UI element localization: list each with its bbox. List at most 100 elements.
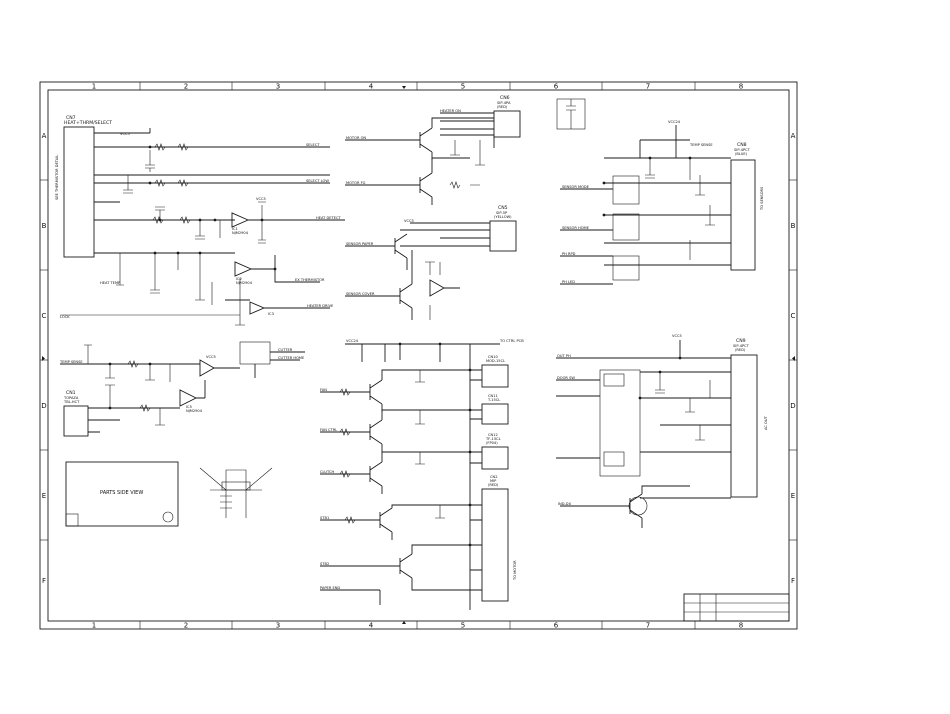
outer-frame [39,81,798,630]
zone-col-2: 2 [184,83,188,91]
sensor-home-label: SENSOR HOME [562,226,590,230]
center-bus-block: VCC24 TO CTRL PCB CN10 MOD-15CL CN11 T-1… [320,339,524,610]
cn1-desc: TOPAZA [63,396,79,400]
zone-col-6-bottom: 6 [554,622,559,630]
ph-led-label: PH LED [562,280,575,284]
cn5-desc: SIP-5P [496,211,508,215]
clutch-label: CLUTCH [320,470,334,474]
cn8-desc: SIP-4PCT [734,148,751,152]
zone-col-6: 6 [554,83,559,91]
zone-row-c: C [42,312,47,320]
zone-col-5: 5 [461,83,465,91]
thermistor-note: SEE THERMISTOR DETAIL [55,155,59,200]
cn9-ref: CN9 [736,338,746,344]
cn10-ref: CN10 [488,355,498,359]
ex-thermistor-label: EX THERMISTOR [295,278,325,282]
motor-on-label: MOTOR ON [346,136,366,140]
cn8-block: CN8 SIP-4PCT (BLUE) TO SENSORS VCC24 SEN… [556,98,764,285]
center-mark-bottom-icon [402,621,406,624]
heat-temp-label: HEAT TEMP [100,281,121,285]
cn5-extra: (YELLOW) [494,215,512,219]
vcc5-cn9-label: VCC5 [672,334,682,338]
inner-frame [47,89,790,622]
title-block [683,593,790,622]
temp-sense-label: TEMP SENSE [689,143,713,147]
cn9-desc: SIP-4PCT [733,344,750,348]
heater-on-label: HEATER ON [440,109,461,113]
zone-row-b-right: B [791,222,796,230]
zone-col-3: 3 [276,83,280,91]
cn2-desc: MIP [490,479,497,483]
cn2-ref: CN2 [490,475,497,479]
cn12-extra: (FP04) [486,441,498,445]
motor-note: TO MOTOR [513,560,517,581]
cn5-ref: CN5 [498,205,508,211]
zone-row-a-right: A [791,132,796,140]
fan-label: FAN [320,388,327,392]
out-ph-label: OUT PH [557,354,571,358]
center-mark-top-icon [402,86,406,89]
cn10-desc: MOD-15CL [486,359,505,363]
zone-col-1: 1 [92,83,96,91]
vcc5-cn5-label: VCC5 [404,219,414,223]
zone-col-2-bottom: 2 [184,622,188,630]
vcc24-bus-label: VCC24 [346,339,359,343]
zone-row-f: F [42,577,46,585]
zone-row-e-right: E [791,492,795,500]
cn1-ref: CN1 [66,390,76,396]
ic5-part: NJM2904 [186,409,203,413]
zone-row-b: B [42,222,47,230]
lock-label: LOCK [60,315,70,319]
zone-col-1-bottom: 1 [92,622,96,630]
cn2-extra: (RED) [488,483,499,487]
zone-col-8-bottom: 8 [739,622,743,630]
sensor-mode-label: SENSOR MODE [562,185,590,189]
sensor-paper-label: SENSOR PAPER [346,242,374,246]
select-low-label: SELECT LOW [306,179,329,183]
ind-dx-label: IND-DX [558,502,572,506]
zone-col-4-bottom: 4 [369,622,374,630]
cn6-extra: (RED) [497,105,508,109]
connector-note: TO CTRL PCB [499,339,524,343]
cn12-desc: TF-15CL [485,437,501,441]
ic1-part: NJM2904 [232,231,249,235]
cn1-temp-sense-label: TEMP SENSE [59,360,83,364]
door-sw-label: DOOR SW [557,376,575,380]
paper-end-label: PAPER END [320,586,340,590]
center-mark-right-icon [792,356,795,361]
cutter-label: CUTTER [278,348,293,352]
ic3-ref: IC3 [268,312,274,316]
vcc5-ic5-label: VCC5 [206,355,216,359]
cn11-desc: T-15CL [487,398,500,402]
cn8-extra: (BLUE) [735,152,748,156]
cn5-block: CN5 SIP-5P (YELLOW) VCC5 SENSOR PAPER SE… [345,205,517,320]
parts-side-view-label: PARTS SIDE VIEW [100,490,143,496]
heater-drive-label: HEATER DRIVE [307,304,334,308]
cn1-extra: TBL-HCT [63,400,80,404]
select-label: SELECT [306,143,320,147]
motor-fg-label: MOTOR FG [346,181,366,185]
cn1-block: TEMP SENSE VCC5 CN1 TOPAZA TBL-HCT IC5 N… [59,341,305,437]
cn6-block: CN6 SIP-4PA (RED) HEATER ON MOTOR ON MOT… [345,95,521,205]
ph-rpd-label: PH RPD [562,252,576,256]
cn12-ref: CN12 [488,433,498,437]
heat-detect-circuit: HEAT DETECT IC1 NJM2904 VCC5 EX THERMIST… [60,197,345,326]
vcc5-ic1-label: VCC5 [256,197,266,201]
zone-row-c-right: C [791,312,796,320]
cn7-block: CN7 HEAT+THRM/SELECT SEE THERMISTOR DETA… [55,115,330,258]
zone-col-5-bottom: 5 [461,622,465,630]
ic2-ref: IC2 [236,277,242,281]
parts-side-view: PARTS SIDE VIEW [65,461,273,527]
vcc24-label: VCC24 [668,120,681,124]
heat-detect-label: HEAT DETECT [316,216,342,220]
zone-row-d: D [41,402,46,410]
sensor-cover-label: SENSOR COVER [346,292,375,296]
ic2-part: NJM2904 [236,281,253,285]
cutter-home-label: CUTTER HOME [278,356,305,360]
center-mark-left-icon [42,356,45,361]
ic5-ref: IC5 [186,405,192,409]
zone-row-e: E [42,492,46,500]
stb1-label: STB1 [320,516,329,520]
